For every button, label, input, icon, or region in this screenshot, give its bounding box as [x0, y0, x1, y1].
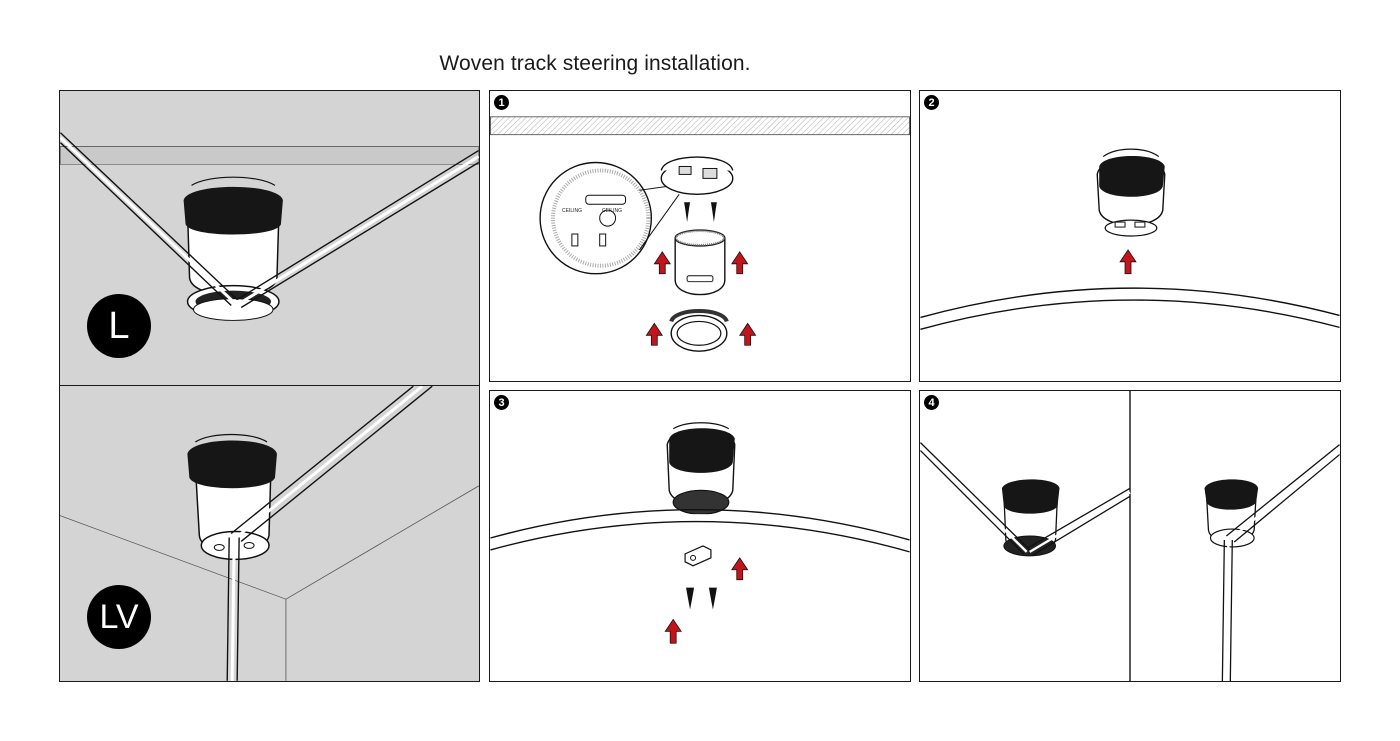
panel-step-2: 2	[919, 90, 1341, 382]
l-badge: L	[87, 294, 151, 358]
page-title: Woven track steering installation.	[439, 52, 751, 75]
step-4-illustration	[920, 391, 1340, 681]
step-3-number: 3	[494, 395, 509, 410]
detail-ceiling-label-right: CEILING	[602, 208, 623, 214]
panel-step-3: 3	[489, 390, 911, 682]
lv-installation-illustration	[60, 386, 479, 681]
detail-ceiling-label-left: CEILING	[562, 208, 583, 214]
step-2-number: 2	[924, 95, 939, 110]
step-1-number: 1	[494, 95, 509, 110]
l-installation-illustration	[60, 132, 479, 321]
lv-badge: LV	[87, 585, 151, 649]
step-1-illustration	[490, 116, 910, 352]
panel-lv-installation: LV	[59, 386, 480, 682]
step-3-illustration	[490, 422, 910, 644]
panel-step-1: 1 CEILING CEILING	[489, 90, 911, 382]
step-2-illustration	[920, 148, 1340, 331]
panel-step-4: 4	[919, 390, 1341, 682]
panel-l-installation: L	[59, 90, 480, 386]
step-4-number: 4	[924, 395, 939, 410]
